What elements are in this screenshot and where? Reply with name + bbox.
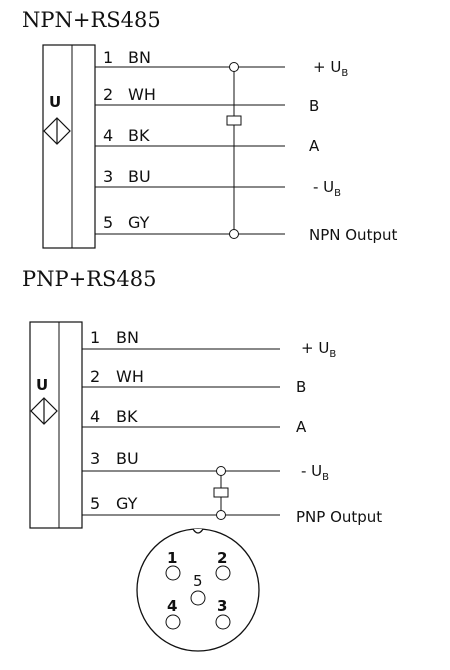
npn-signal-label: - UB (313, 178, 341, 199)
pnp-sensor-body: U (29, 321, 83, 529)
npn-pin-row-3: 4 BK A (95, 126, 320, 155)
pnp-signal-label: A (296, 418, 307, 436)
npn-wire-color: WH (128, 85, 156, 104)
connector-pin-4: 4 (165, 597, 181, 630)
npn-signal-label: NPN Output (309, 226, 397, 244)
pnp-pin-number: 3 (90, 449, 100, 468)
npn-pin-number: 5 (103, 213, 113, 232)
pnp-pin-row-2: 2 WH B (82, 367, 306, 396)
pnp-signal-label: - UB (301, 462, 329, 483)
npn-diagram: NPN+RS485 U 1 BN + UB 2 WH B 4 B (22, 8, 397, 249)
connector-pin-5: 5 (190, 572, 206, 606)
svg-text:1: 1 (167, 549, 177, 567)
npn-sensor-label: U (49, 93, 61, 111)
pnp-pin-row-3: 4 BK A (82, 407, 307, 436)
npn-pin-number: 3 (103, 167, 113, 186)
pnp-signal-label: B (296, 378, 306, 396)
pnp-wire-color: BU (116, 449, 139, 468)
pnp-pin-row-5: 5 GY PNP Output (82, 494, 382, 526)
svg-text:4: 4 (167, 597, 177, 615)
pnp-signal-label: + UB (301, 339, 336, 360)
npn-pin-number: 1 (103, 48, 113, 67)
svg-text:2: 2 (217, 549, 227, 567)
connector-key-notch-icon (192, 528, 204, 534)
pnp-pin-row-1: 1 BN + UB (82, 328, 336, 360)
npn-signal-label: B (309, 97, 319, 115)
npn-wire-color: BK (128, 126, 150, 145)
npn-sensor-symbol-icon (43, 117, 71, 145)
npn-signal-label: + UB (313, 58, 348, 79)
npn-wire-color: BU (128, 167, 151, 186)
npn-wire-color: BN (128, 48, 151, 67)
pnp-signal-label: PNP Output (296, 508, 382, 526)
npn-signal-label: A (309, 137, 320, 155)
npn-pin-row-4: 3 BU - UB (95, 167, 341, 199)
npn-pullup-resistor (226, 62, 242, 239)
pnp-sensor-symbol-icon (30, 397, 58, 425)
pnp-wire-color: GY (116, 494, 138, 513)
npn-pin-row-2: 2 WH B (95, 85, 319, 115)
pnp-pin-row-4: 3 BU - UB (82, 449, 329, 483)
pnp-pin-number: 2 (90, 367, 100, 386)
npn-pin-row-1: 1 BN + UB (95, 48, 348, 79)
npn-sensor-body: U (42, 44, 96, 249)
npn-wire-color: GY (128, 213, 150, 232)
pnp-pulldown-resistor (213, 466, 229, 520)
npn-title: NPN+RS485 (22, 8, 161, 32)
connector-face: 1 2 5 4 3 (136, 528, 260, 652)
pnp-sensor-label: U (36, 376, 48, 394)
pnp-wire-color: BK (116, 407, 138, 426)
npn-pin-number: 2 (103, 85, 113, 104)
connector-pin-2: 2 (215, 549, 231, 581)
npn-pin-number: 4 (103, 126, 113, 145)
connector-pin-1: 1 (165, 549, 181, 581)
svg-text:3: 3 (217, 597, 227, 615)
svg-text:5: 5 (193, 572, 203, 590)
pnp-pin-number: 4 (90, 407, 100, 426)
pnp-wire-color: BN (116, 328, 139, 347)
connector-pin-3: 3 (215, 597, 231, 630)
pnp-diagram: PNP+RS485 U 1 BN + UB 2 WH B 4 B (22, 267, 382, 529)
pnp-pin-number: 1 (90, 328, 100, 347)
pnp-pin-number: 5 (90, 494, 100, 513)
npn-pin-row-5: 5 GY NPN Output (95, 213, 397, 244)
pnp-title: PNP+RS485 (22, 267, 157, 291)
pnp-wire-color: WH (116, 367, 144, 386)
